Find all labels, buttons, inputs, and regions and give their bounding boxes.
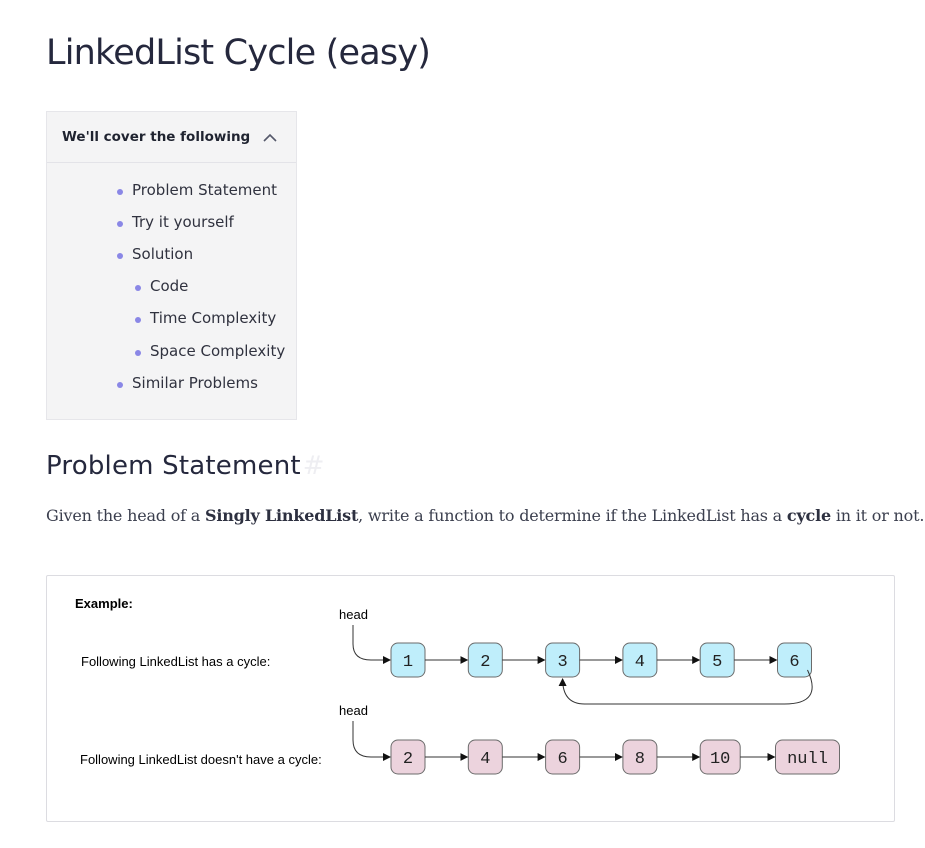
linkedlist-diagram: Example: Following LinkedList has a cycl… (75, 596, 840, 775)
head-pointer-acyclic (352, 721, 391, 761)
cycle-node-label-5: 6 (789, 653, 799, 672)
acyclic-caption: Following LinkedList doesn't have a cycl… (80, 752, 322, 767)
bullet-icon (135, 317, 141, 323)
section-heading-text: Problem Statement (46, 451, 301, 481)
acyclic-node-label-3: 8 (635, 750, 645, 769)
section-heading: Problem Statement# (46, 451, 325, 481)
table-of-contents: We'll cover the following Problem Statem… (46, 111, 297, 420)
bullet-icon (117, 221, 123, 227)
head-label-cycle: head (339, 607, 368, 622)
cycle-node-label-0: 1 (403, 653, 413, 672)
emphasis-cycle: cycle (786, 506, 831, 525)
acyclic-node-label-5: null (787, 750, 828, 769)
cycle-node-label-1: 2 (480, 653, 490, 672)
cycle-caption: Following LinkedList has a cycle: (81, 654, 270, 669)
page-title: LinkedList Cycle (easy) (46, 33, 431, 73)
bullet-icon (117, 382, 123, 388)
toc-item-code[interactable]: Code (135, 277, 188, 295)
toc-item-time-complexity[interactable]: Time Complexity (135, 309, 276, 327)
head-pointer-cycle (352, 625, 391, 664)
cycle-back-edge (558, 669, 813, 705)
toc-item-similar-problems[interactable]: Similar Problems (117, 374, 258, 392)
toc-header-label: We'll cover the following (62, 129, 251, 145)
cycle-node-label-2: 3 (557, 653, 567, 672)
toc-item-problem-statement[interactable]: Problem Statement (117, 181, 277, 199)
acyclic-node-label-0: 2 (403, 750, 413, 769)
acyclic-node-5 (775, 739, 840, 775)
head-label-acyclic: head (339, 703, 368, 718)
example-figure: Example: Following LinkedList has a cycl… (46, 575, 895, 822)
emphasis-singly-linkedlist: Singly LinkedList (205, 506, 359, 525)
example-label: Example: (75, 596, 133, 611)
heading-anchor-link[interactable]: # (302, 451, 325, 481)
toc-item-try-it-yourself[interactable]: Try it yourself (117, 213, 234, 231)
cycle-node-5 (777, 642, 812, 678)
acyclic-node-label-1: 4 (480, 750, 490, 769)
chevron-up-icon[interactable] (262, 132, 278, 142)
cycle-node-label-3: 4 (635, 653, 645, 672)
toc-item-space-complexity[interactable]: Space Complexity (135, 342, 285, 360)
acyclic-node-label-2: 6 (557, 750, 567, 769)
bullet-icon (117, 253, 123, 259)
problem-description: Given the head of a Singly LinkedList, w… (46, 506, 925, 525)
toc-toggle[interactable]: We'll cover the following (47, 112, 296, 163)
bullet-icon (135, 350, 141, 356)
bullet-icon (117, 189, 123, 195)
toc-item-solution[interactable]: Solution (117, 245, 193, 263)
acyclic-node-label-4: 10 (710, 750, 730, 769)
cycle-node-label-4: 5 (712, 653, 722, 672)
bullet-icon (135, 285, 141, 291)
